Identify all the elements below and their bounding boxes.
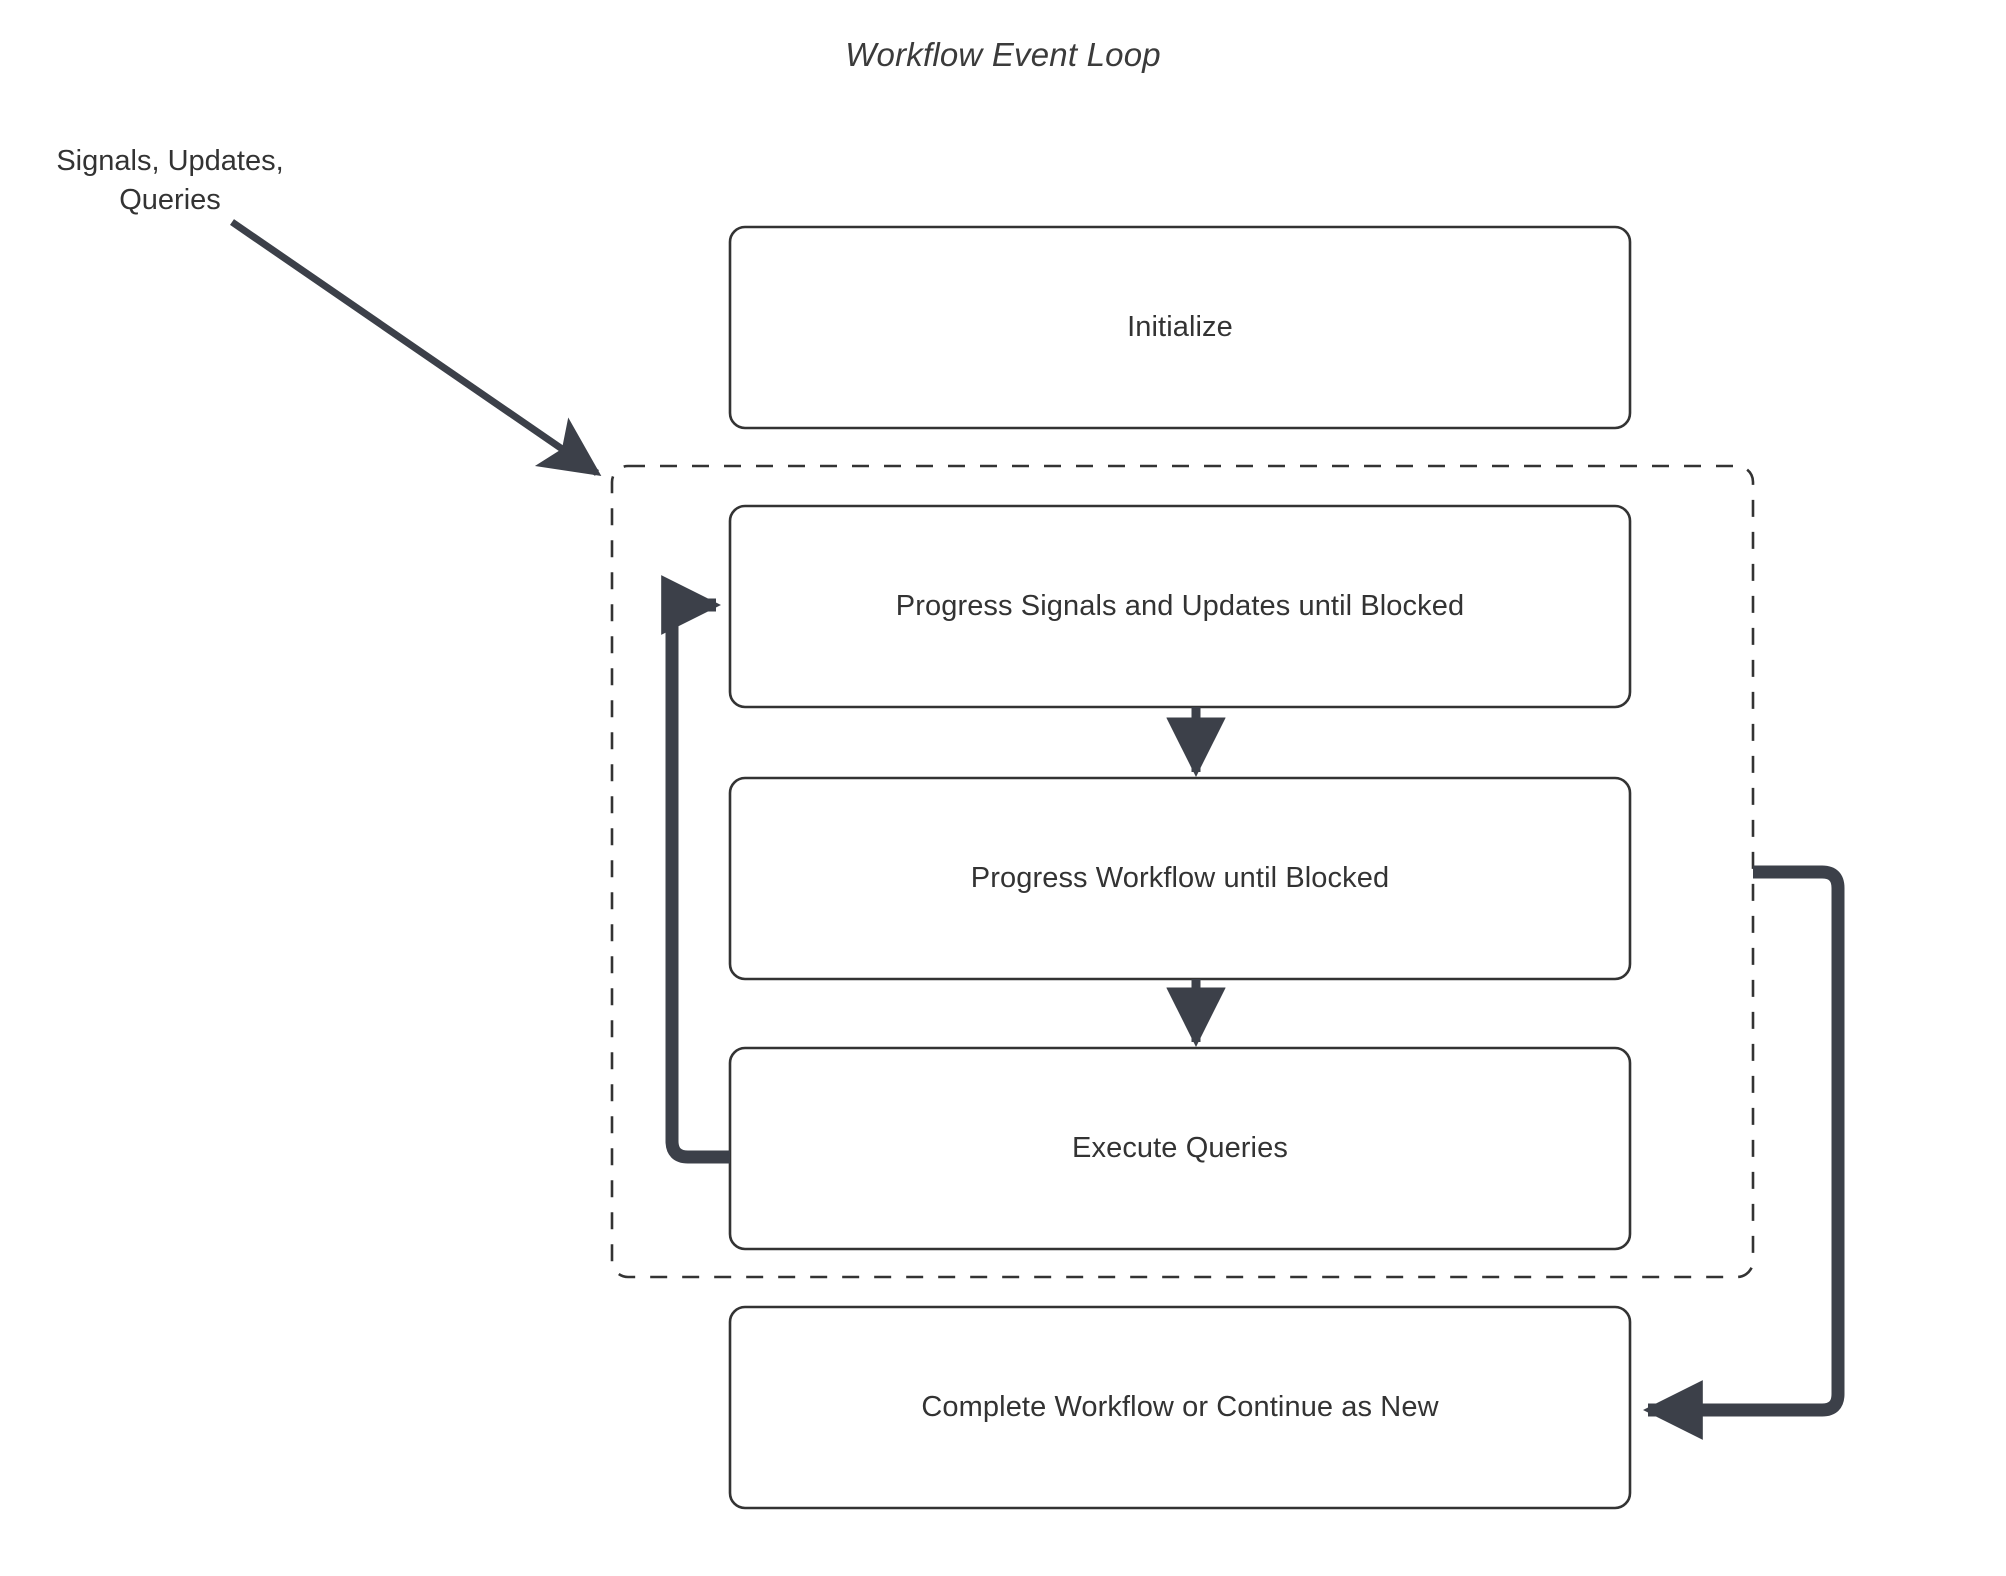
node-box-progress-workflow[interactable]: [728, 776, 1632, 981]
node-box-initialize[interactable]: [728, 225, 1632, 430]
event-loop-container: [610, 464, 1755, 1279]
node-box-progress-signals[interactable]: [728, 504, 1632, 709]
node-box-complete-workflow[interactable]: [728, 1305, 1632, 1510]
edge-input-to-loop: [230, 219, 602, 476]
edge-loop-to-complete: [1643, 865, 1845, 1440]
edge-queries-loop-back: [661, 575, 730, 1164]
node-box-execute-queries[interactable]: [728, 1046, 1632, 1251]
